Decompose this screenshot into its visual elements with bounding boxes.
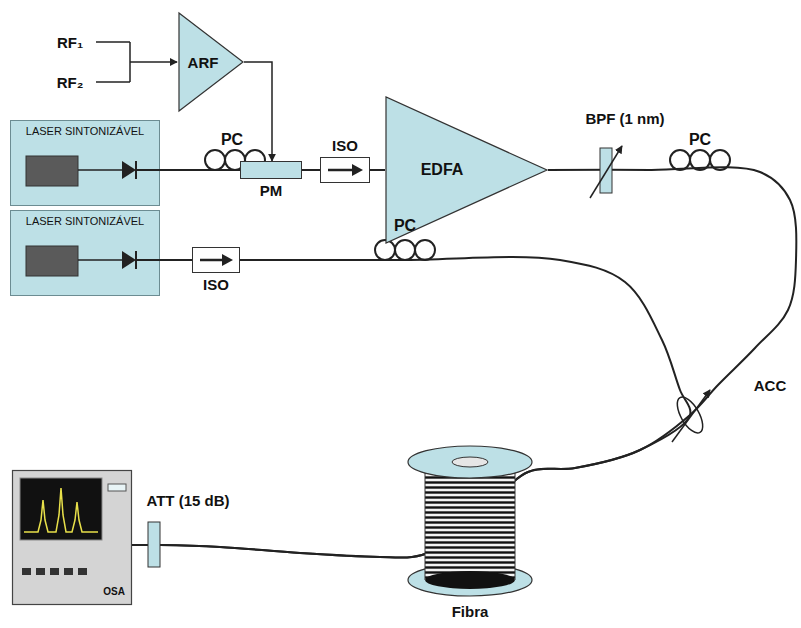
device-label: EDFA (421, 161, 464, 179)
text-holder: ISO (290, 137, 400, 154)
device-title: LASER SINTONIZÁVEL (10, 215, 160, 227)
optical-fiber (160, 259, 192, 261)
isolator: ISO (320, 157, 370, 183)
rf-wires (96, 42, 177, 82)
optical-fiber (160, 169, 240, 171)
polarization-controller (670, 150, 730, 170)
isolator: ISO (192, 247, 240, 273)
optical-fiber (370, 169, 385, 171)
component-label: PC (221, 131, 243, 149)
text-holder: PM (210, 182, 332, 199)
device-label: OSA (103, 586, 125, 597)
device-label: ISO (290, 137, 400, 154)
attenuator (148, 522, 160, 567)
spectrum-analyzer-outline (12, 470, 132, 605)
spectrum-analyzer: OSA (12, 470, 132, 605)
isolator-outline (192, 247, 240, 273)
text-holder: ARF (178, 12, 228, 112)
signal-arrow (244, 62, 272, 161)
component-label: PC (394, 217, 416, 235)
text-holder: LASER SINTONIZÁVEL (10, 215, 160, 227)
amplifier-triangle: ARF (178, 12, 244, 112)
phase-modulator-outline (240, 161, 302, 179)
signal-name: RF₂ (57, 74, 84, 91)
component-label: Fibra (452, 603, 489, 620)
phase-modulator: PM (240, 161, 302, 179)
optical-fiber (132, 257, 690, 558)
component-label: BPF (1 nm) (585, 110, 664, 127)
polarization-controller (375, 240, 435, 260)
text-holder: LASER SINTONIZÁVEL (10, 125, 160, 137)
variable-coupler (672, 390, 710, 442)
fiber-spool (408, 446, 532, 596)
component-label: PC (689, 131, 711, 149)
device-label: ARF (188, 54, 219, 71)
optical-fiber (302, 169, 320, 171)
signal-name: RF₁ (57, 34, 83, 51)
device-label: PM (210, 182, 332, 199)
text-holder: ISO (162, 276, 270, 293)
laser-box: LASER SINTONIZÁVEL (10, 210, 160, 296)
bandpass-filter (590, 146, 622, 198)
component-label: ATT (15 dB) (146, 492, 229, 509)
laser-box: LASER SINTONIZÁVEL (10, 120, 160, 206)
device-title: LASER SINTONIZÁVEL (10, 125, 160, 137)
component-label: ACC (754, 377, 787, 394)
isolator-outline (320, 157, 370, 183)
text-holder: OSA (103, 586, 125, 597)
device-label: ISO (162, 276, 270, 293)
